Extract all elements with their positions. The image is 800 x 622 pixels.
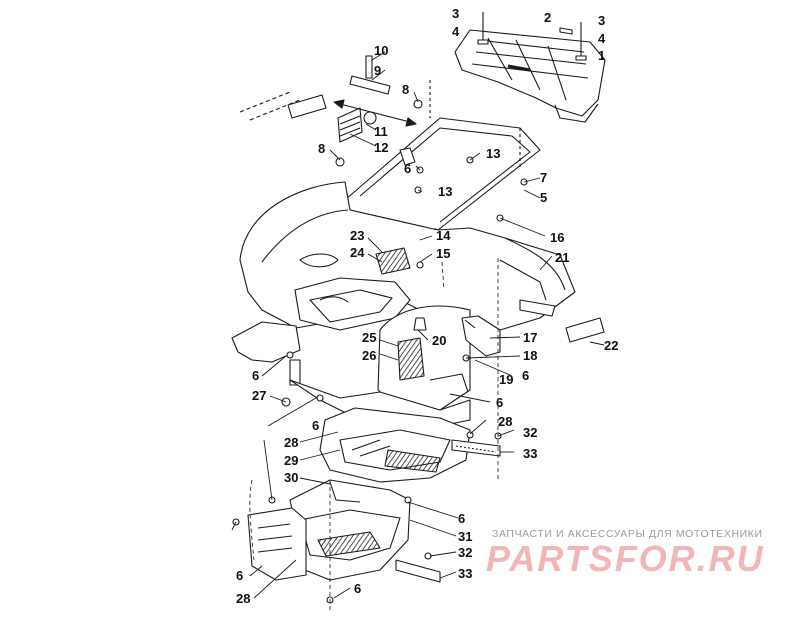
callout-2: 2 [544,10,551,25]
callout-3: 3 [452,6,459,21]
callout-13: 13 [438,184,452,199]
callout-6: 6 [236,568,243,583]
right-footrest [451,439,501,457]
callout-6: 6 [522,368,529,383]
right-bracket [461,315,501,357]
callout-7: 7 [540,170,547,185]
callout-8: 8 [402,82,409,97]
callout-3: 3 [598,13,605,28]
callout-6: 6 [458,511,465,526]
decals [375,247,605,381]
callout-31: 31 [458,529,472,544]
dashed-connectors [249,258,499,610]
callout-23: 23 [350,228,364,243]
rack-bolts [477,12,587,61]
callout-21: 21 [555,250,569,265]
rear-rack [454,29,606,123]
callout-5: 5 [540,190,547,205]
callout-16: 16 [550,230,564,245]
callout-28: 28 [284,435,298,450]
callout-33: 33 [458,566,472,581]
callout-4: 4 [452,24,460,39]
callout-26: 26 [362,348,376,363]
callout-29: 29 [284,453,298,468]
callout-19: 19 [499,372,513,387]
right-footwell [319,407,471,483]
callout-4: 4 [598,31,606,46]
watermark-logo: PARTSFOR.RU [486,538,765,579]
callout-33: 33 [523,446,537,461]
left-footrest [395,559,441,583]
callout-6: 6 [404,161,411,176]
callout-11: 11 [374,124,388,139]
callout-10: 10 [374,43,388,58]
direction-arrows [333,99,417,127]
callout-18: 18 [523,348,537,363]
left-mud-flap [247,507,307,581]
watermark-tagline: ЗАПЧАСТИ И АКСЕССУАРЫ ДЛЯ МОТОТЕХНИКИ [492,528,763,540]
callout-9: 9 [374,63,381,78]
latch-assembly [239,55,391,143]
callout-6: 6 [312,418,319,433]
leader-lines [231,51,605,599]
callout-12: 12 [374,140,388,155]
callout-6: 6 [496,395,503,410]
callout-28: 28 [498,414,512,429]
callout-6: 6 [354,581,361,596]
callout-28: 28 [236,591,250,606]
callout-30: 30 [284,470,298,485]
callout-6: 6 [252,368,259,383]
callout-14: 14 [436,228,451,243]
callout-32: 32 [523,425,537,440]
callout-13: 13 [486,146,500,161]
callout-1: 1 [598,48,605,63]
callout-17: 17 [523,330,537,345]
left-fender-flap [231,321,301,386]
left-footwell [289,479,411,581]
callout-24: 24 [350,245,365,260]
callout-8: 8 [318,141,325,156]
callout-22: 22 [604,338,618,353]
callout-32: 32 [458,545,472,560]
storage-compartment [294,277,411,331]
callout-25: 25 [362,330,376,345]
callout-15: 15 [436,246,450,261]
callout-20: 20 [432,333,446,348]
callout-27: 27 [252,388,266,403]
